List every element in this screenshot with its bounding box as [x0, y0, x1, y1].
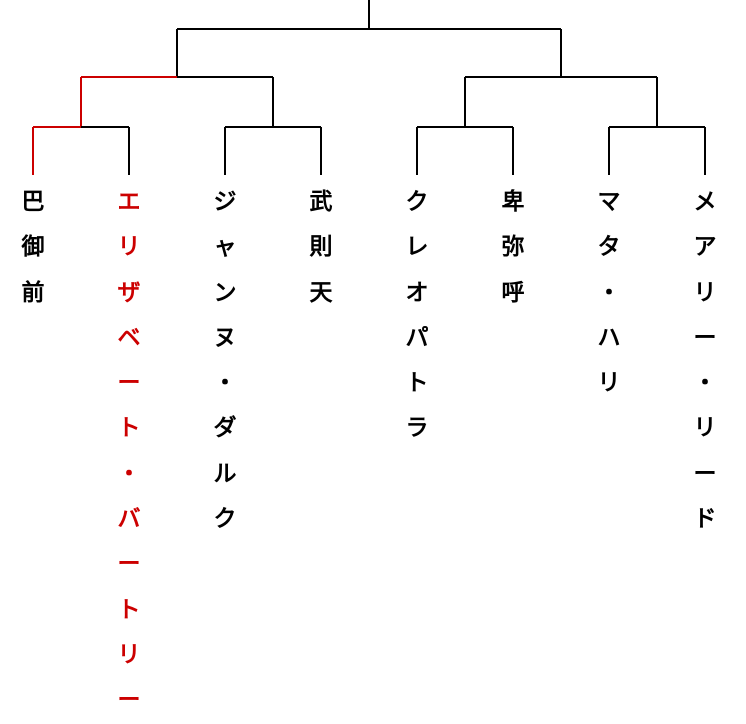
competitor-name: 巴 御 前 [21, 189, 45, 306]
bracket-round1-match1 [32, 126, 130, 175]
bracket-semifinal-left [80, 76, 274, 127]
competitor-name: マ タ ・ ハ リ [597, 189, 621, 397]
bracket-round1-match4 [608, 126, 706, 175]
competitor-name: ク レ オ パ ト ラ [405, 189, 429, 442]
competitor-name: ジ ャ ン ヌ ・ ダ ル ク [213, 189, 237, 533]
bracket-round1-match3 [416, 126, 514, 175]
bracket-final [176, 0, 562, 77]
competitor-name: 武 則 天 [309, 189, 333, 306]
competitor-name: 卑 弥 呼 [501, 189, 525, 306]
competitor-name: メ ア リ ー ・ リ ー ド [693, 189, 717, 533]
bracket-semifinal-right [464, 76, 658, 127]
bracket-round1-match2 [224, 126, 322, 175]
competitor-name: エ リ ザ ベ ー ト ・ バ ー ト リ ー [117, 189, 141, 714]
